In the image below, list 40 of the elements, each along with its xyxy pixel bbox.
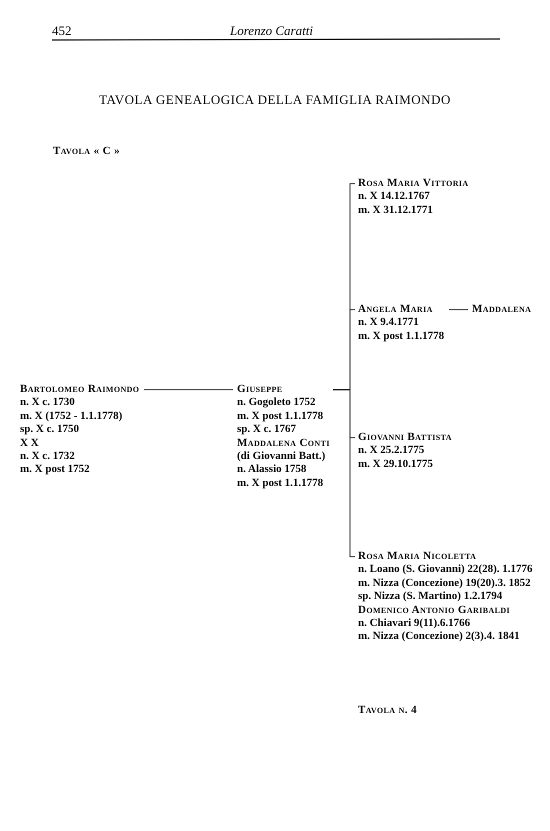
- author-name: Lorenzo Caratti: [230, 23, 313, 39]
- table-reference: Tavola n. 4: [358, 704, 417, 716]
- life-record: X X: [20, 436, 40, 450]
- connector-line: [332, 389, 356, 558]
- person-name: Giuseppe: [237, 383, 284, 396]
- life-record: n. X 9.4.1771: [358, 316, 420, 330]
- life-record: m. X 31.12.1771: [358, 204, 434, 218]
- person-name: Rosa Maria Vittoria: [358, 177, 469, 190]
- life-record: m. X post 1.1.1778: [358, 330, 445, 344]
- person-name: Angela Maria: [358, 303, 434, 316]
- life-record: m. Nizza (Concezione) 19(20).3. 1852: [358, 576, 532, 590]
- table-reference: Tavola « C »: [53, 145, 120, 157]
- life-record: n. Loano (S. Giovanni) 22(28). 1.1776: [358, 563, 533, 577]
- life-record: m. Nizza (Concezione) 2(3).4. 1841: [358, 630, 521, 644]
- life-record: (di Giovanni Batt.): [237, 450, 326, 464]
- connector-line: [448, 309, 468, 310]
- person-name: Bartolomeo Raimondo: [20, 383, 140, 396]
- person-name: Maddalena Conti: [237, 436, 330, 450]
- life-record: sp. X c. 1750: [20, 423, 80, 437]
- life-record: n. X c. 1730: [20, 396, 76, 410]
- life-record: sp. Nizza (S. Martino) 1.2.1794: [358, 590, 504, 604]
- person-name: Rosa Maria Nicoletta: [358, 550, 478, 564]
- life-record: n. X c. 1732: [20, 450, 76, 464]
- person-name: Giovanni Battista: [358, 431, 452, 444]
- life-record: n. Chiavari 9(11).6.1766: [358, 617, 472, 630]
- life-record: m. X 29.10.1775: [358, 458, 434, 472]
- life-record: m. X post 1.1.1778: [237, 476, 324, 490]
- life-record: n. X 14.12.1767: [358, 190, 431, 204]
- person-name: Domenico Antonio Garibaldi: [358, 604, 512, 618]
- life-record: m. X (1752 - 1.1.1778): [20, 410, 124, 424]
- title: TAVOLA GENEALOGICA DELLA FAMIGLIA RAIMONDO: [98, 92, 452, 108]
- life-record: n. Gogoleto 1752: [237, 396, 317, 410]
- life-record: m. X post 1752: [20, 463, 91, 477]
- life-record: m. X post 1.1.1778: [237, 410, 324, 424]
- connector-line: [144, 389, 234, 390]
- life-record: n. X 25.2.1775: [358, 444, 426, 458]
- life-record: n. Alassio 1758: [237, 463, 308, 477]
- life-record: sp. X c. 1767: [237, 423, 297, 437]
- person-name: Maddalena: [472, 303, 532, 316]
- page-number: 452: [52, 23, 72, 39]
